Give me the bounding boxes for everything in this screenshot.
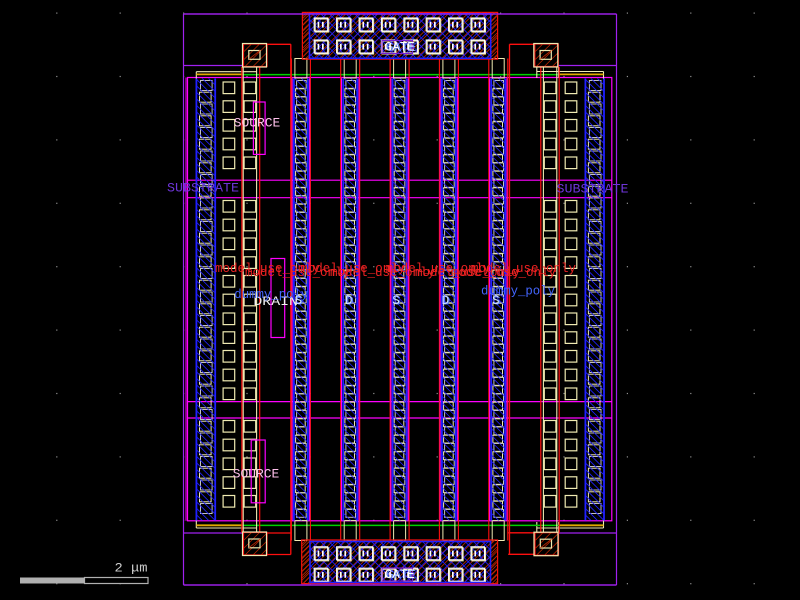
svg-text:GATE: GATE [385,39,415,54]
svg-text:dummy_poly: dummy_poly [234,287,308,302]
svg-text:D: D [345,293,353,308]
svg-text:model_use_only: model_use_only [245,265,350,280]
svg-text:GATE: GATE [385,567,415,582]
svg-text:SOURCE: SOURCE [233,467,280,482]
svg-text:model_use_only: model_use_only [471,261,576,276]
svg-text:D: D [346,294,354,309]
svg-text:DRAIN: DRAIN [253,294,298,309]
svg-text:SUBSTRATE: SUBSTRATE [557,181,629,196]
svg-text:SUBSTRATE: SUBSTRATE [167,180,239,195]
svg-text:D: D [443,294,451,309]
svg-text:model_use_only: model_use_only [215,261,320,276]
svg-text:S: S [394,294,402,309]
svg-text:GATE: GATE [386,568,416,583]
svg-text:dummy_poly: dummy_poly [481,284,555,299]
svg-text:S: S [296,294,304,309]
svg-text:model_use_only: model_use_only [415,265,520,280]
svg-text:S: S [392,293,400,308]
svg-text:D: D [442,293,450,308]
svg-text:2 μm: 2 μm [115,561,148,576]
svg-text:S: S [493,294,501,309]
svg-text:model_use_only: model_use_only [330,265,435,280]
svg-text:GATE: GATE [386,40,416,55]
svg-text:model_use_only: model_use_only [300,261,405,276]
svg-text:model_use_only: model_use_only [386,261,491,276]
svg-text:SOURCE: SOURCE [234,115,281,130]
svg-text:model_use_only: model_use_only [451,265,556,280]
svg-text:S: S [295,293,303,308]
svg-text:S: S [492,293,500,308]
